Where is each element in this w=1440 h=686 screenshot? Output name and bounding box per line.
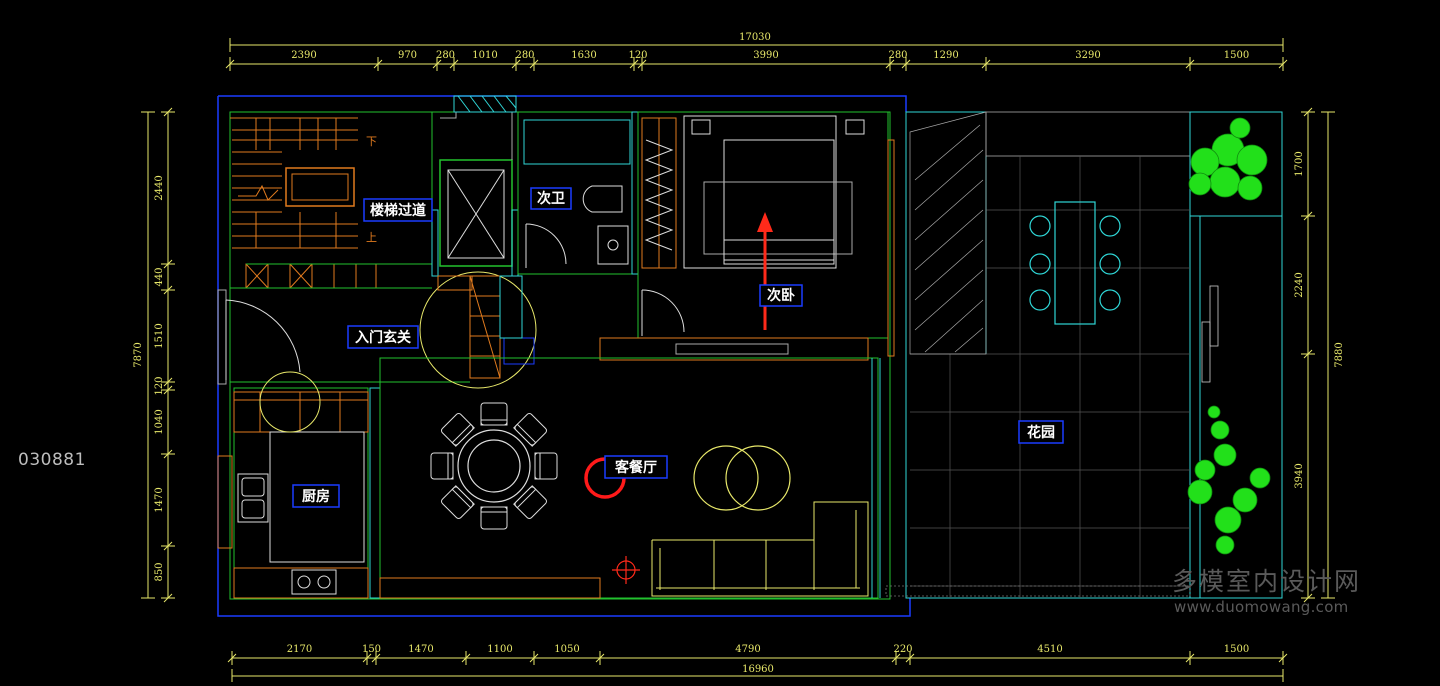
dim-left-5: 1470: [154, 487, 165, 512]
elevator-shaft: [439, 95, 517, 267]
garden-area: [905, 111, 1283, 599]
room-label-bedroom: 次卧: [767, 287, 795, 304]
dimension-lines: [141, 38, 1335, 682]
room-label-entry: 入门玄关: [355, 329, 411, 346]
stair: [230, 117, 358, 249]
garden-ramp: [909, 111, 987, 355]
dim-top-total: 17030: [739, 32, 771, 43]
dim-bottom-7: 4510: [1037, 644, 1062, 655]
coffee-tables: [693, 445, 791, 511]
room-label-living: 客餐厅: [614, 459, 657, 476]
room-label-bath: 次卫: [537, 190, 565, 207]
room-labels: 楼梯过道 次卫 次卧 入门玄关 厨房 客餐厅 花园: [292, 187, 1064, 508]
watermark-url: www.duomowang.com: [1174, 598, 1349, 616]
stair-down-mark: 下: [366, 135, 377, 148]
dining-chair: [441, 485, 475, 519]
dim-bottom-5: 4790: [735, 644, 760, 655]
dim-left-1: 440: [154, 267, 165, 286]
dim-bottom-1: 150: [362, 644, 381, 655]
stair-up-mark: 上: [366, 231, 377, 244]
dim-left-total: 7870: [133, 342, 144, 367]
tree-icon: [1188, 117, 1268, 201]
dim-top-0: 2390: [291, 50, 316, 61]
sofa: [651, 501, 869, 597]
dim-top-5: 1630: [571, 50, 596, 61]
dining-chair: [513, 413, 547, 447]
dim-right-total: 7880: [1334, 342, 1345, 367]
room-label-garden: 花园: [1027, 424, 1055, 441]
dim-left-0: 2440: [154, 175, 165, 200]
garden-tile-grid: [910, 156, 1190, 598]
stair-arrow-icon: [238, 184, 279, 201]
dim-top-8: 280: [888, 50, 907, 61]
dim-top-4: 280: [515, 50, 534, 61]
stair-cabinet: [245, 263, 377, 289]
dim-right-0: 1700: [1294, 151, 1305, 176]
tree-icon: [1187, 405, 1271, 555]
garden-dining-set: [1029, 201, 1121, 325]
dim-bottom-total: 16960: [742, 664, 774, 675]
dim-top-1: 970: [398, 50, 417, 61]
dim-left-6: 850: [154, 562, 165, 581]
wardrobe: [641, 117, 677, 269]
dim-right-2: 3940: [1294, 463, 1305, 488]
dining-chair: [430, 452, 454, 480]
dim-bottom-3: 1100: [487, 644, 512, 655]
dim-left-4: 1040: [154, 409, 165, 434]
drawing-id: 030881: [18, 450, 86, 470]
direction-arrow-icon: [757, 212, 773, 330]
dim-bottom-2: 1470: [408, 644, 433, 655]
dim-top-6: 120: [628, 50, 647, 61]
dining-chair: [513, 485, 547, 519]
dim-bottom-4: 1050: [554, 644, 579, 655]
entry-hall: [217, 271, 537, 389]
dim-bottom-8: 1500: [1224, 644, 1249, 655]
dining-chair: [480, 506, 508, 530]
living-dining: [379, 357, 881, 599]
garden-fence-strip: [885, 585, 1191, 597]
dining-chairs: [430, 402, 558, 530]
dim-top-3: 1010: [472, 50, 497, 61]
dim-right-1: 2240: [1294, 272, 1305, 297]
dim-left-3: 120: [154, 376, 165, 395]
dim-top-10: 3290: [1075, 50, 1100, 61]
dim-top-2: 280: [436, 50, 455, 61]
dim-left-2: 1510: [154, 323, 165, 348]
dining-chair: [480, 402, 508, 426]
dim-top-11: 1500: [1224, 50, 1249, 61]
dining-chair: [441, 413, 475, 447]
watermark-name: 多模室内设计网: [1172, 567, 1362, 596]
dim-top-7: 3990: [753, 50, 778, 61]
dim-bottom-6: 220: [893, 644, 912, 655]
room-label-stair: 楼梯过道: [370, 202, 426, 219]
bedroom: [599, 111, 895, 361]
dim-bottom-0: 2170: [287, 644, 312, 655]
crosshair-icon: [612, 556, 640, 584]
room-label-kitchen: 厨房: [302, 488, 330, 505]
dim-top-9: 1290: [933, 50, 958, 61]
dining-chair: [534, 452, 558, 480]
